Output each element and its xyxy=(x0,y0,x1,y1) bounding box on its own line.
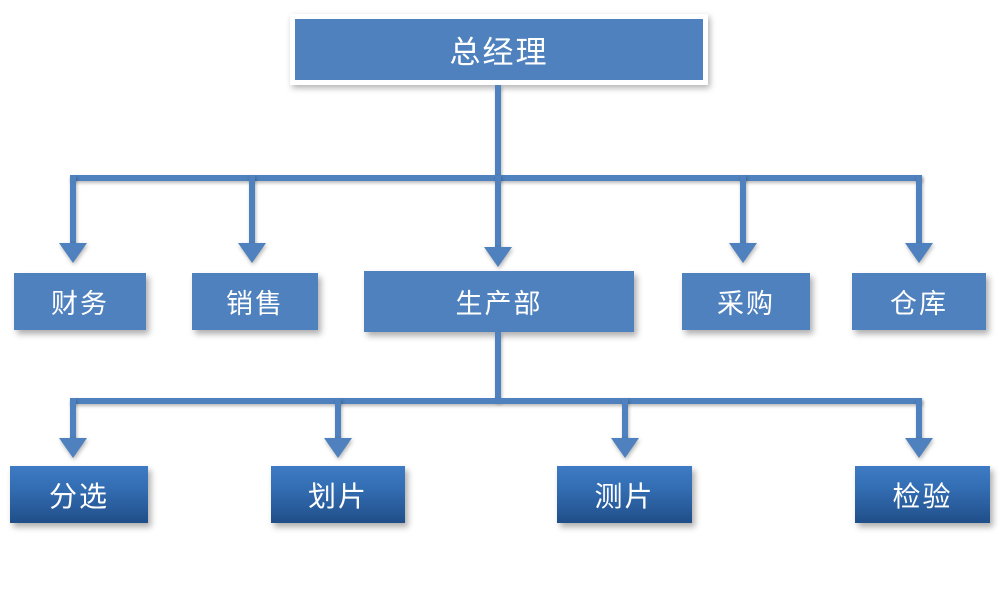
org-node-testing[interactable]: 测片 xyxy=(557,466,692,523)
arrowhead-testing xyxy=(611,438,639,458)
org-node-dicing[interactable]: 划片 xyxy=(271,466,405,523)
org-node-sorting[interactable]: 分选 xyxy=(10,466,148,523)
connector-production-stem xyxy=(495,332,501,402)
org-node-label: 采购 xyxy=(717,289,775,320)
connector-drop-production xyxy=(495,175,501,249)
connector-drop-dicing xyxy=(335,398,341,440)
connector-bus-level2 xyxy=(70,398,922,404)
org-node-label: 总经理 xyxy=(449,35,549,71)
org-node-sales[interactable]: 销售 xyxy=(192,273,318,330)
org-node-general-manager[interactable]: 总经理 xyxy=(290,14,708,85)
arrowhead-dicing xyxy=(324,438,352,458)
org-node-production[interactable]: 生产部 xyxy=(364,271,634,332)
connector-drop-inspection xyxy=(916,398,922,440)
org-node-warehouse[interactable]: 仓库 xyxy=(852,273,986,330)
connector-drop-purchasing xyxy=(740,175,746,245)
connector-gm-stem xyxy=(495,85,501,178)
org-node-label: 销售 xyxy=(226,289,284,320)
org-node-label: 财务 xyxy=(51,289,109,320)
org-node-purchasing[interactable]: 采购 xyxy=(682,273,810,330)
org-node-label: 划片 xyxy=(307,479,368,513)
arrowhead-sales xyxy=(238,243,266,263)
org-node-label: 分选 xyxy=(48,479,109,513)
org-node-inspection[interactable]: 检验 xyxy=(855,466,990,523)
arrowhead-production xyxy=(484,247,512,267)
connector-drop-sales xyxy=(249,175,255,245)
arrowhead-purchasing xyxy=(729,243,757,263)
arrowhead-sorting xyxy=(59,438,87,458)
connector-drop-sorting xyxy=(70,398,76,440)
org-node-finance[interactable]: 财务 xyxy=(14,273,146,330)
connector-drop-testing xyxy=(622,398,628,440)
org-node-label: 仓库 xyxy=(890,289,948,320)
org-node-label: 生产部 xyxy=(455,289,543,320)
org-node-label: 测片 xyxy=(594,479,655,513)
arrowhead-finance xyxy=(59,243,87,263)
connector-drop-finance xyxy=(70,175,76,245)
arrowhead-inspection xyxy=(905,438,933,458)
org-node-label: 检验 xyxy=(892,479,953,513)
arrowhead-warehouse xyxy=(905,243,933,263)
connector-drop-warehouse xyxy=(916,175,922,245)
